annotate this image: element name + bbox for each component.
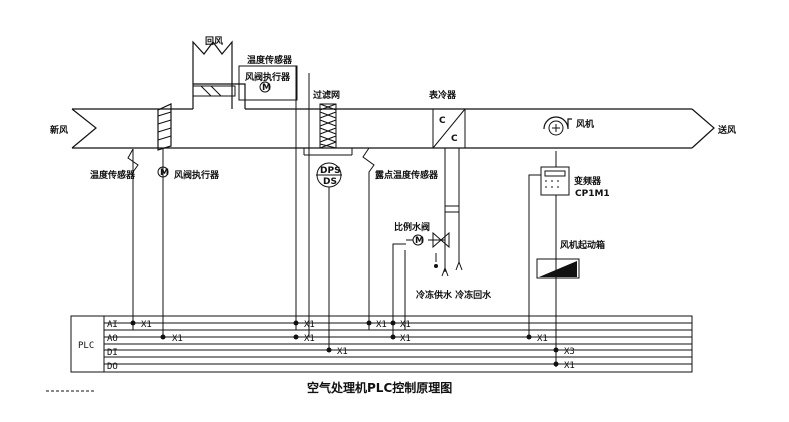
dot-di-2 (553, 347, 559, 353)
ds-symbol: DS (323, 177, 337, 187)
tag-x1-ai-3: X1 (376, 320, 387, 330)
tag-x1-ai-2: X1 (304, 320, 315, 330)
dot-ai-2 (293, 320, 299, 326)
label-return-air: 回风 (205, 36, 223, 47)
label-supply-return-water: 冷冻供水 冷冻回水 (416, 289, 492, 301)
tag-x1-ao-1: X1 (172, 334, 183, 344)
dot-ai-4 (390, 320, 396, 326)
fan-starter-box (536, 258, 580, 279)
dot-ao-1 (160, 334, 166, 340)
label-temp-sensor-top: 温度传感器 (247, 54, 293, 66)
proportional-water-valve: M (406, 231, 450, 268)
tag-x1-ai-4: X1 (400, 320, 411, 330)
return-air-branch (192, 40, 246, 109)
air-filter (319, 103, 337, 149)
bus-row-ai: AI (107, 320, 118, 330)
valve-node (434, 264, 438, 268)
label-fresh-air: 新风 (50, 124, 68, 136)
supply-air-outlet-arrow (691, 108, 715, 149)
return-damper-actuator-box: M (238, 65, 298, 101)
label-inverter-model: CP1M1 (575, 189, 610, 199)
cooling-coil: C C (432, 108, 466, 149)
dot-ao-4 (526, 334, 532, 340)
cooler-c-lower: C (451, 134, 458, 144)
differential-pressure-switch: DPS DS (303, 148, 353, 188)
tag-x3-di-2: X3 (564, 347, 575, 357)
valve-motor-letter: M (415, 236, 424, 246)
label-cooler: 表冷器 (428, 89, 457, 101)
dps-symbol: DPS (320, 166, 341, 176)
supply-fan (543, 116, 572, 136)
mixing-damper (157, 103, 172, 151)
frequency-inverter (540, 166, 570, 196)
label-damper-actuator-left: 风阀执行器 (174, 169, 220, 181)
label-filter: 过滤网 (313, 89, 340, 101)
label-damper-actuator-top: 风阀执行器 (245, 71, 291, 83)
chilled-water-pipes (441, 148, 463, 277)
label-fan: 风机 (576, 118, 594, 130)
tag-x1-ao-3: X1 (400, 334, 411, 344)
tag-x1-do-1: X1 (564, 361, 575, 371)
label-fan-starter: 风机起动箱 (560, 239, 605, 251)
actuator-motor-icon (259, 81, 271, 93)
bus-row-di: DI (107, 348, 118, 358)
label-dew-point-sensor: 露点温度传感器 (375, 169, 439, 181)
signal-wires: M (127, 66, 557, 367)
tag-x1-ao-2: X1 (304, 334, 315, 344)
wire-valve-ai (392, 243, 406, 337)
wire-temp-sensor-left (127, 148, 139, 330)
bus-row-do: DO (107, 362, 118, 372)
label-temp-sensor-left: 温度传感器 (90, 169, 136, 181)
actuator-motor-letter: M (262, 83, 271, 93)
tag-x1-di-1: X1 (337, 347, 348, 357)
wire-inverter-ao (528, 174, 541, 337)
bus-row-ao: AO (107, 334, 118, 344)
label-proportional-valve: 比例水阀 (394, 221, 430, 233)
diagram-title: 空气处理机PLC控制原理图 (307, 380, 452, 395)
plc-bus: PLC AI AO DI DO X1 X1 X1 X1 X1 X1 X1 X1 … (70, 315, 693, 373)
dot-ai-3 (366, 320, 372, 326)
component-labels: 新风 回风 送风 温度传感器 风阀执行器 过滤网 表冷器 风机 温度传感器 风阀… (50, 36, 736, 395)
dot-ao-2 (293, 334, 299, 340)
dot-ai-1 (130, 320, 136, 326)
dot-do-1 (553, 361, 559, 367)
plc-label: PLC (78, 341, 94, 351)
tag-x1-ai-1: X1 (141, 320, 152, 330)
label-supply-air: 送风 (717, 124, 736, 136)
tag-x1-ao-4: X1 (537, 334, 548, 344)
dot-di-1 (326, 347, 332, 353)
left-actuator-motor-letter: M (160, 168, 169, 178)
fresh-air-inlet-arrow (71, 108, 97, 149)
label-inverter: 变频器 (574, 175, 602, 187)
cooler-c-upper: C (439, 116, 446, 126)
dot-ao-3 (390, 334, 396, 340)
wire-dew-point-sensor (362, 147, 375, 330)
